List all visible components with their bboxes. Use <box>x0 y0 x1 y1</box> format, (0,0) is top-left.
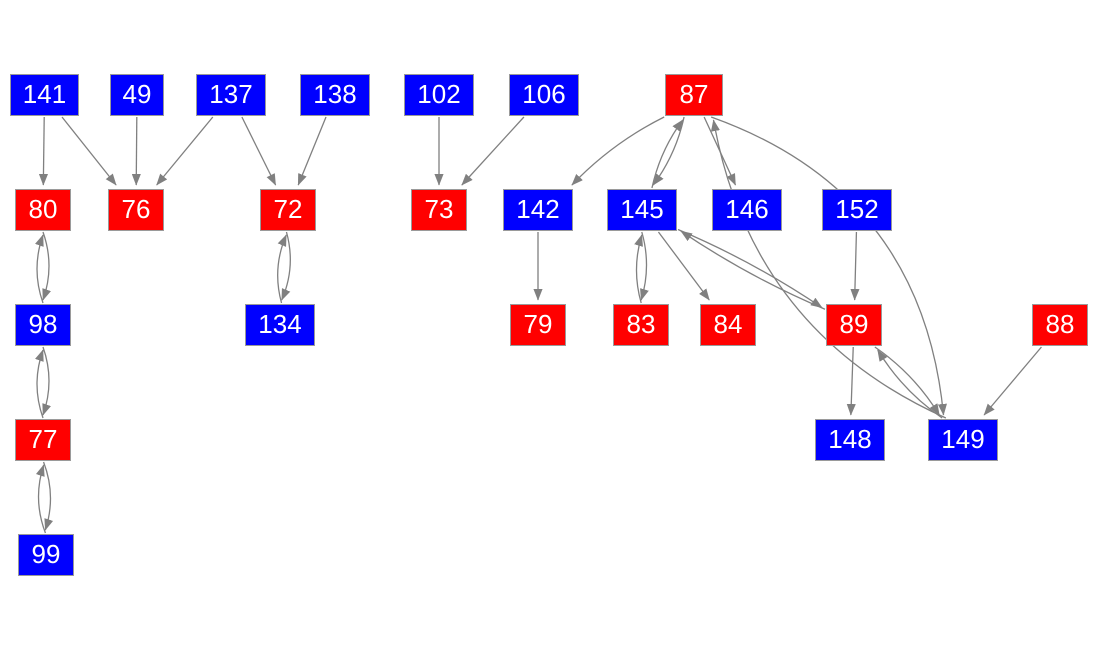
graph-node-152[interactable]: 152 <box>822 189 892 231</box>
graph-node-76[interactable]: 76 <box>108 189 164 231</box>
graph-edge-152-to-89 <box>850 231 860 301</box>
graph-node-label: 83 <box>626 309 656 339</box>
graph-edge-99-to-77 <box>35 464 47 534</box>
graph-node-149[interactable]: 149 <box>928 419 998 461</box>
graph-edge-88-to-149 <box>983 346 1042 416</box>
graph-node-label: 72 <box>273 194 303 224</box>
graph-node-87[interactable]: 87 <box>665 74 723 116</box>
graph-node-137[interactable]: 137 <box>196 74 266 116</box>
graph-edge-141-to-80 <box>38 116 49 186</box>
graph-node-77[interactable]: 77 <box>15 419 71 461</box>
graph-edge-89-to-145 <box>680 230 826 310</box>
graph-node-146[interactable]: 146 <box>712 189 782 231</box>
graph-node-label: 80 <box>28 194 58 224</box>
graph-node-label: 79 <box>523 309 553 339</box>
graph-edge-83-to-145 <box>634 234 643 304</box>
graph-node-label: 148 <box>828 424 872 454</box>
graph-edge-137-to-76 <box>156 116 214 186</box>
graph-node-label: 87 <box>679 79 709 109</box>
graph-node-80[interactable]: 80 <box>15 189 71 231</box>
graph-node-label: 146 <box>725 194 769 224</box>
graph-edge-98-to-77 <box>42 346 51 416</box>
graph-node-141[interactable]: 141 <box>10 74 79 116</box>
graph-node-label: 99 <box>31 539 61 569</box>
graph-node-label: 141 <box>22 79 67 109</box>
graph-node-49[interactable]: 49 <box>110 74 164 116</box>
graph-node-142[interactable]: 142 <box>503 189 573 231</box>
graph-node-label: 73 <box>424 194 454 224</box>
graph-edge-149-to-87 <box>710 119 947 419</box>
graph-node-89[interactable]: 89 <box>826 304 882 346</box>
graph-edge-134-to-72 <box>277 234 287 304</box>
graph-node-88[interactable]: 88 <box>1032 304 1088 346</box>
graph-node-79[interactable]: 79 <box>510 304 566 346</box>
graph-edge-98-to-80 <box>35 234 44 304</box>
graph-edge-137-to-72 <box>241 116 277 186</box>
graph-node-83[interactable]: 83 <box>613 304 669 346</box>
graph-edge-87-to-142 <box>571 116 665 186</box>
graph-edge-77-to-98 <box>35 349 44 419</box>
graph-node-label: 137 <box>209 79 253 109</box>
graph-node-label: 89 <box>839 309 869 339</box>
graph-node-134[interactable]: 134 <box>245 304 315 346</box>
graph-node-148[interactable]: 148 <box>815 419 885 461</box>
graph-edge-72-to-134 <box>281 231 291 301</box>
graph-node-label: 145 <box>620 194 664 224</box>
graph-node-label: 77 <box>28 424 58 454</box>
graph-node-138[interactable]: 138 <box>300 74 370 116</box>
graph-node-label: 138 <box>313 79 357 109</box>
graph-node-label: 102 <box>417 79 461 109</box>
graph-node-label: 152 <box>835 194 879 224</box>
graph-node-label: 134 <box>258 309 302 339</box>
graph-node-label: 149 <box>941 424 985 454</box>
graph-edge-141-to-76 <box>61 116 117 186</box>
graph-node-73[interactable]: 73 <box>411 189 467 231</box>
graph-node-84[interactable]: 84 <box>700 304 756 346</box>
graph-edge-145-to-87 <box>651 119 684 189</box>
graph-edge-145-to-89 <box>677 228 823 309</box>
graph-edge-89-to-148 <box>846 346 856 416</box>
graph-node-145[interactable]: 145 <box>607 189 677 231</box>
graph-edge-138-to-72 <box>297 116 327 186</box>
graph-edge-149-to-89 <box>877 349 943 419</box>
graph-node-label: 84 <box>713 309 743 339</box>
graph-node-72[interactable]: 72 <box>260 189 316 231</box>
graph-edge-145-to-83 <box>640 231 649 301</box>
graph-node-102[interactable]: 102 <box>404 74 474 116</box>
graph-node-label: 106 <box>522 79 566 109</box>
graph-node-label: 88 <box>1045 309 1075 339</box>
graph-node-99[interactable]: 99 <box>18 534 74 576</box>
graph-edge-106-to-73 <box>461 116 525 186</box>
graph-edge-80-to-98 <box>42 231 51 301</box>
graph-edge-49-to-76 <box>131 116 141 186</box>
graph-edge-77-to-99 <box>42 461 54 531</box>
graph-node-label: 98 <box>28 309 58 339</box>
graph-node-label: 49 <box>122 79 152 109</box>
graph-node-98[interactable]: 98 <box>15 304 71 346</box>
graph-node-106[interactable]: 106 <box>509 74 579 116</box>
graph-edge-145-to-84 <box>657 231 710 301</box>
graph-node-label: 76 <box>121 194 151 224</box>
graph-node-label: 142 <box>516 194 560 224</box>
